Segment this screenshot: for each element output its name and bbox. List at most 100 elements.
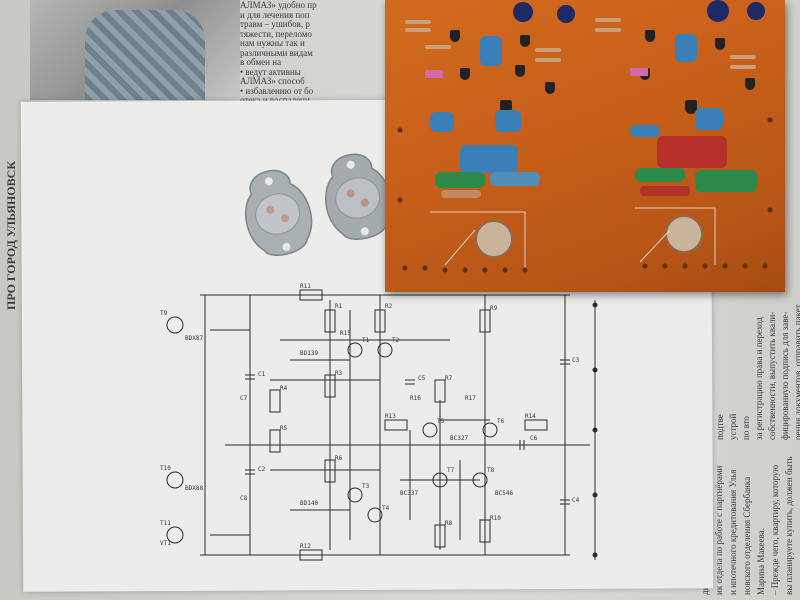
magazine-line: в обмен на — [240, 57, 282, 67]
schematic-label: BDX87 — [185, 335, 203, 342]
trimmer-potentiometer — [665, 215, 703, 253]
small-transistor — [450, 30, 460, 42]
small-transistor — [515, 65, 525, 77]
schematic-label: R10 — [490, 515, 501, 522]
magazine-line: нам нужны так и — [240, 38, 305, 48]
schematic-label: T2 — [392, 337, 400, 344]
schematic-label: BC327 — [450, 435, 468, 442]
magazine-header: ПРО ГОРОД УЛЬЯНОВСК — [4, 160, 18, 310]
schematic-label: R4 — [280, 385, 288, 392]
magazine-line: и для лечения поп — [240, 9, 310, 20]
resistor — [595, 18, 621, 22]
small-transistor — [715, 38, 725, 50]
magazine-line: собственности, выпустить квали- — [767, 311, 777, 440]
schematic-label: T10 — [160, 465, 171, 472]
resistor — [405, 28, 431, 32]
film-capacitor — [430, 112, 454, 132]
resistor — [730, 55, 756, 59]
schematic-label: R14 — [525, 413, 536, 420]
amplifier-pcb — [385, 0, 785, 292]
schematic-label: R6 — [335, 455, 343, 462]
schematic-label: T3 — [362, 483, 370, 490]
green-capacitor — [695, 170, 757, 192]
magazine-line: ик отдела по работе с партнёрами — [714, 465, 724, 595]
schematic-label: C4 — [572, 497, 580, 504]
magazine-line: различными видам — [240, 47, 313, 58]
small-transistor — [685, 100, 697, 114]
small-transistor — [460, 68, 470, 80]
trimmer-potentiometer — [475, 220, 513, 258]
magazine-line: фицированную подпись для заве- — [780, 311, 790, 440]
resistor — [595, 28, 621, 32]
schematic-label: R8 — [445, 520, 453, 527]
schematic-label: T7 — [447, 467, 455, 474]
magazine-line: • избавлению от бо — [240, 85, 314, 96]
schematic-label: T9 — [160, 310, 168, 317]
film-capacitor — [495, 110, 521, 132]
schematic-label: T1 — [362, 337, 370, 344]
small-transistor — [745, 78, 755, 90]
schematic-label: R11 — [300, 283, 311, 290]
schematic-label: BC546 — [495, 490, 513, 497]
large-red-capacitor — [657, 136, 727, 168]
electrolytic-capacitor — [557, 5, 575, 23]
red-resistor — [640, 186, 690, 196]
small-transistor — [545, 82, 555, 94]
schematic-label: C6 — [530, 435, 538, 442]
power-resistor — [441, 190, 481, 198]
schematic-label: R5 — [280, 425, 288, 432]
schematic-label: T5 — [437, 418, 445, 425]
small-transistor — [520, 35, 530, 47]
film-capacitor — [695, 108, 723, 130]
magazine-line: за регистрацию права и переход — [754, 317, 764, 440]
schematic-label: BC337 — [400, 490, 418, 497]
magazine-line: вы планируете купить, должен быть — [784, 456, 794, 595]
magazine-line: Марина Макеева. — [756, 528, 766, 595]
schematic-label: R3 — [335, 370, 343, 377]
schematic-label: C5 — [418, 375, 426, 382]
schematic-label: BDX88 — [185, 485, 203, 492]
schematic-label: T4 — [382, 505, 390, 512]
schematic-label: T6 — [497, 418, 505, 425]
schematic-label: R1 — [335, 303, 343, 310]
schematic-label: C7 — [240, 395, 248, 402]
schematic-label: R12 — [300, 543, 311, 550]
schematic-label: T8 — [487, 467, 495, 474]
schematic-label: C2 — [258, 466, 266, 473]
electrolytic-capacitor — [513, 2, 533, 22]
green-capacitor — [435, 172, 485, 188]
magazine-line: – Прежде чего, квартиру, которую — [770, 464, 780, 595]
schematic-label: R17 — [465, 395, 476, 402]
resistor — [405, 20, 431, 24]
schematic-label: R9 — [490, 305, 498, 312]
magazine-line: АЛМАЗ» способ — [240, 76, 305, 86]
magazine-line: АЛМАЗ» удобно пр — [240, 0, 317, 10]
magazine-line: подтве — [715, 414, 725, 440]
magazine-lower-text: дино победила, рассказала начальник отде… — [700, 456, 800, 595]
magazine-line: устрой — [728, 413, 738, 440]
resistor — [425, 45, 451, 49]
schematic-label: C3 — [572, 357, 580, 364]
green-capacitor — [635, 168, 685, 182]
small-component — [630, 68, 648, 76]
large-blue-capacitor — [460, 145, 518, 173]
resistor — [535, 48, 561, 52]
small-component — [425, 70, 443, 78]
resistor — [535, 58, 561, 62]
schematic-label: C1 — [258, 371, 266, 378]
schematic-label: VT1 — [160, 540, 171, 547]
film-capacitor — [630, 125, 660, 137]
magazine-line: по вто — [741, 416, 751, 440]
blue-capacitor — [490, 172, 540, 186]
schematic-label: R16 — [410, 395, 421, 402]
resistor — [730, 65, 756, 69]
power-transistor-right — [309, 145, 407, 255]
film-capacitor — [480, 36, 502, 66]
schematic-label: R2 — [385, 303, 393, 310]
pcb-wires — [397, 117, 773, 273]
magazine-line: рения документов, отправить пакет — [793, 304, 800, 440]
schematic-label: R7 — [445, 375, 453, 382]
